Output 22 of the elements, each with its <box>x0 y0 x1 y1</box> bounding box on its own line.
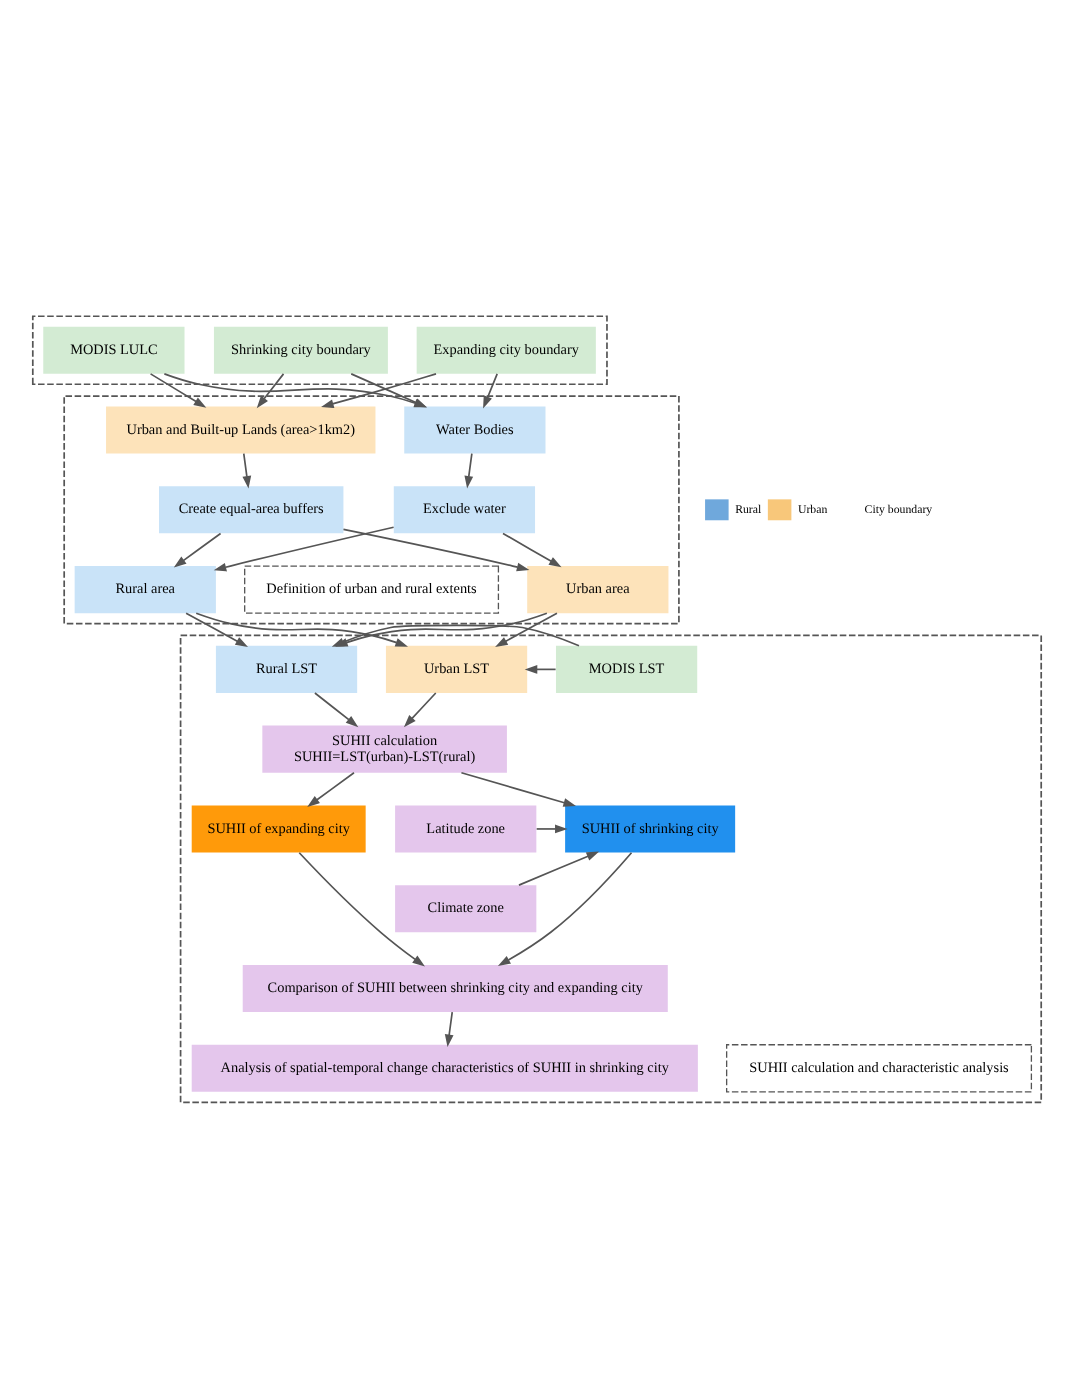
arrow <box>495 612 558 648</box>
arrow <box>444 1011 454 1047</box>
arrow <box>535 824 568 834</box>
arrow <box>464 452 474 489</box>
arrow <box>149 373 207 408</box>
arrow <box>502 532 562 568</box>
arrow <box>298 851 425 967</box>
arrow <box>314 692 359 728</box>
arrow <box>242 452 252 489</box>
arrow <box>256 373 285 409</box>
arrow <box>524 665 557 674</box>
arrow <box>403 692 437 728</box>
arrow <box>173 532 222 568</box>
arrow <box>483 373 499 409</box>
cluster <box>31 315 608 386</box>
arrow <box>185 612 248 648</box>
arrow <box>518 851 600 886</box>
arrow <box>497 851 633 966</box>
arrow <box>460 771 576 807</box>
arrow <box>213 526 395 572</box>
arrow <box>342 528 530 572</box>
arrow <box>307 771 355 807</box>
